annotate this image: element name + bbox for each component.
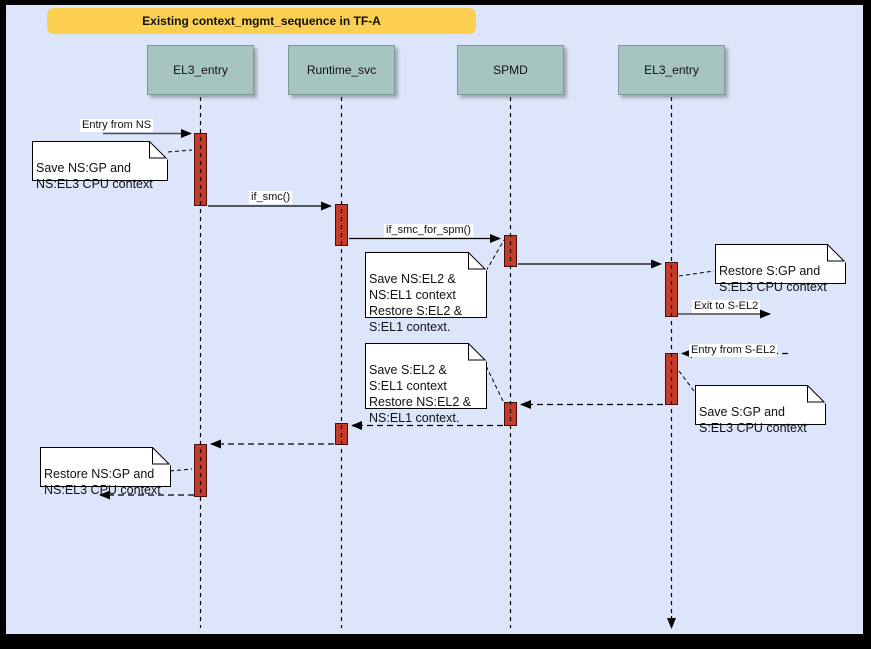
note-text: Save S:EL2 & S:EL1 context Restore NS:EL… [369, 363, 472, 425]
note-save-ns-gp: Save NS:GP and NS:EL3 CPU context [32, 141, 168, 191]
activation-bar [504, 235, 517, 267]
activation-bar [194, 133, 207, 206]
activation-bar [665, 262, 678, 317]
note-restore-ns-gp: Restore NS:GP and NS:EL3 CPU context [40, 447, 171, 497]
note-fold-icon [807, 385, 826, 404]
activation-bar [335, 204, 348, 246]
lifeline-header-el3-entry-1: EL3_entry [147, 45, 254, 95]
note-save-s-gp: Save S:GP and S:EL3 CPU context [695, 385, 826, 435]
note-text: Save NS:GP and NS:EL3 CPU context [36, 161, 153, 191]
note-save-s-el2: Save S:EL2 & S:EL1 context Restore NS:EL… [365, 343, 487, 425]
activation-bar [504, 402, 517, 426]
message-label-if-smc-for-spm: if_smc_for_spm() [384, 224, 473, 237]
diagram-canvas [6, 5, 863, 634]
activation-bar [194, 444, 207, 497]
message-label-entry-from-s-el2: Entry from S-EL2 [689, 344, 778, 357]
lifeline-header-runtime-svc: Runtime_svc [288, 45, 395, 95]
lifeline-header-label: Runtime_svc [306, 63, 377, 77]
note-text: Save NS:EL2 & NS:EL1 context Restore S:E… [369, 272, 463, 334]
lifeline-header-label: SPMD [493, 63, 528, 77]
note-fold-icon [149, 141, 168, 160]
note-text: Restore S:GP and S:EL3 CPU context [719, 264, 827, 294]
message-label-if-smc: if_smc() [249, 191, 293, 204]
note-fold-icon [152, 447, 171, 466]
note-restore-s-gp: Restore S:GP and S:EL3 CPU context [715, 244, 846, 294]
note-text: Restore NS:GP and NS:EL3 CPU context [44, 467, 161, 497]
activation-bar [335, 423, 348, 445]
message-label-exit-to-s-el2: Exit to S-EL2 [692, 300, 761, 313]
message-label-entry-from-ns: Entry from NS [80, 119, 154, 132]
note-save-ns-el2: Save NS:EL2 & NS:EL1 context Restore S:E… [365, 252, 487, 334]
note-fold-icon [468, 343, 487, 362]
note-fold-icon [827, 244, 846, 263]
note-text: Save S:GP and S:EL3 CPU context [699, 405, 807, 435]
lifeline-header-label: EL3_entry [173, 63, 228, 77]
activation-bar [665, 353, 678, 405]
diagram-title: Existing context_mgmt_sequence in TF-A [47, 8, 476, 34]
lifeline-header-el3-entry-2: EL3_entry [618, 45, 725, 95]
lifeline-header-spmd: SPMD [457, 45, 564, 95]
note-fold-icon [468, 252, 487, 271]
lifeline-header-label: EL3_entry [644, 63, 699, 77]
